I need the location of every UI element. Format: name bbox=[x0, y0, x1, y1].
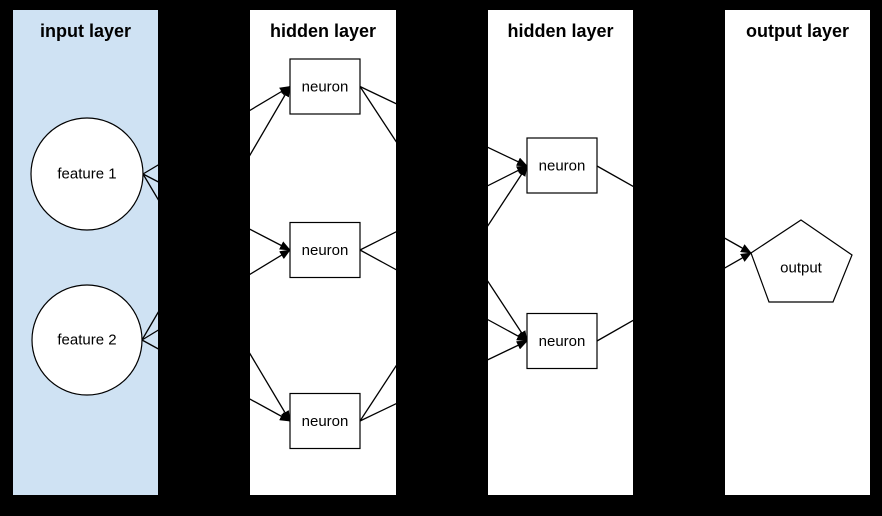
rect-shape[interactable] bbox=[289, 58, 361, 115]
panel-input-layer bbox=[13, 10, 158, 495]
panel-gap bbox=[158, 0, 250, 516]
pentagon-shape[interactable] bbox=[750, 219, 853, 303]
rect-shape[interactable] bbox=[526, 137, 598, 194]
panel-gap bbox=[633, 0, 725, 516]
rect-shape[interactable] bbox=[526, 312, 598, 370]
layer-title-hidden-1: hidden layer bbox=[270, 21, 376, 41]
node-label: feature 1 bbox=[57, 166, 116, 183]
layer-title-output: output layer bbox=[746, 21, 849, 41]
node-label: neuron bbox=[302, 79, 349, 96]
node-hidden2-neuron-2[interactable]: neuron bbox=[526, 312, 598, 370]
layer-title-hidden-2: hidden layer bbox=[507, 21, 613, 41]
node-feature-2[interactable]: feature 2 bbox=[31, 284, 143, 396]
node-label: neuron bbox=[302, 413, 349, 430]
node-hidden1-neuron-3[interactable]: neuron bbox=[289, 392, 361, 450]
node-label: neuron bbox=[539, 158, 586, 175]
circle-shape[interactable] bbox=[31, 284, 143, 396]
node-label: output bbox=[780, 260, 823, 277]
node-label: neuron bbox=[539, 333, 586, 350]
rect-shape[interactable] bbox=[289, 221, 361, 279]
node-hidden1-neuron-1[interactable]: neuron bbox=[289, 58, 361, 115]
node-hidden1-neuron-2[interactable]: neuron bbox=[289, 221, 361, 279]
node-output[interactable]: output bbox=[750, 219, 853, 303]
rect-shape[interactable] bbox=[289, 392, 361, 450]
panel-gap bbox=[396, 0, 488, 516]
node-label: neuron bbox=[302, 242, 349, 259]
circle-shape[interactable] bbox=[30, 117, 144, 231]
node-hidden2-neuron-1[interactable]: neuron bbox=[526, 137, 598, 194]
node-feature-1[interactable]: feature 1 bbox=[30, 117, 144, 231]
panel-hidden-layer-2 bbox=[488, 10, 633, 495]
layer-title-input: input layer bbox=[40, 21, 131, 41]
node-label: feature 2 bbox=[57, 332, 116, 349]
